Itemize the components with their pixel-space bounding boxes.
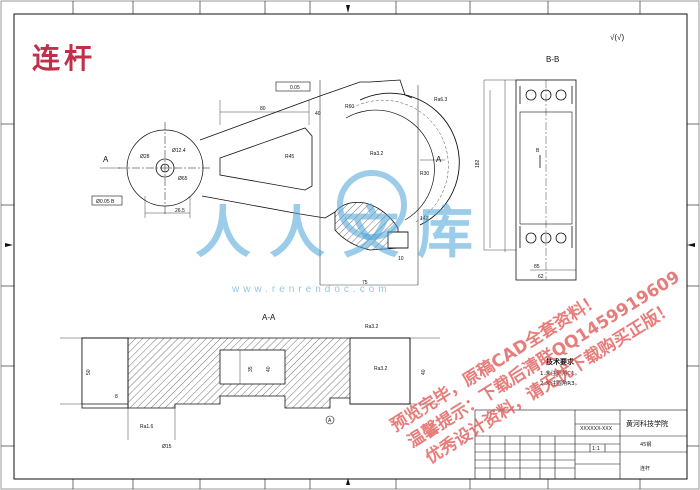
dim-aa-40: 40: [266, 366, 272, 372]
position-tol-frame: [91, 195, 123, 206]
dim-r60: R60: [345, 104, 354, 110]
title-block: [474, 409, 688, 480]
dim-75: 75: [362, 280, 368, 286]
dim-dia65: Ø65: [178, 176, 188, 182]
cut-label-left: A: [103, 155, 109, 164]
tech-req-heading: 技术要求: [546, 357, 575, 366]
dim-40: 40: [315, 111, 321, 117]
brand-watermark: 人人文库 www.renrendoc.com: [195, 170, 491, 295]
dim-ra32: Ra3.2: [370, 151, 384, 157]
section-aa-label: A-A: [262, 313, 276, 322]
dim-bb-85: 85: [534, 264, 540, 270]
datum-a-label: A: [328, 418, 332, 424]
datum-b-label: B: [536, 148, 540, 154]
material: 45钢: [640, 441, 651, 448]
dim-bb-62: 62: [538, 274, 544, 280]
brand-watermark-text: 人人文库: [195, 201, 491, 266]
dim-r30: R30: [420, 171, 429, 177]
dim-182: 182: [475, 159, 481, 168]
center-arrows: [5, 5, 695, 485]
dim-aa-35: 35: [248, 366, 254, 372]
section-bb-view: [483, 79, 577, 281]
drawing-title: 连杆: [32, 42, 96, 75]
dim-142: 142: [420, 216, 429, 222]
dim-aa-8: 8: [115, 394, 118, 400]
promo-watermark: 预览完毕，原稿CAD全套资料！ 温馨提示：下载后清联QQ1459919609 优…: [387, 266, 684, 468]
scale: 1:1: [592, 446, 600, 452]
dim-dia28: Ø28: [140, 154, 150, 160]
school-name: 黄河科技学院: [626, 419, 668, 428]
roughness-symbol: √(√): [610, 33, 624, 42]
position-tol-text: Ø0.05 B: [96, 199, 115, 205]
big-end-arc: [369, 79, 413, 99]
main-view: [100, 79, 460, 286]
brand-watermark-url: www.renrendoc.com: [231, 284, 391, 295]
tech-req-line2: 2.未注圆角R3。: [540, 379, 580, 387]
dim-aa-ra16: Ra1.6: [140, 424, 154, 430]
dim-aa-50: 50: [86, 369, 92, 375]
cut-label-right: A: [436, 155, 442, 164]
part-name: 连杆: [640, 465, 650, 472]
section-bb-label: B-B: [546, 55, 559, 64]
dim-aa-ra32-mid: Ra3.2: [374, 366, 388, 372]
dim-26-5: 26.5: [175, 208, 185, 214]
dim-aa-ra32-top: Ra3.2: [365, 324, 379, 330]
dim-ra63: Ra6.3: [434, 97, 448, 103]
tech-req-line1: 1.未注倒角C1。: [540, 369, 580, 377]
dim-r45: R45: [285, 154, 294, 160]
rod-slot: [219, 127, 313, 191]
dim-aa-phi15: Ø15: [162, 444, 172, 450]
dim-10: 10: [398, 256, 404, 262]
flatness-text: 0.05: [290, 85, 300, 91]
drawing-number: XXXXXX-XXX: [580, 426, 613, 432]
dim-aa-right: 40: [421, 369, 427, 375]
flatness-frame: [275, 81, 311, 92]
dim-80: 80: [260, 106, 266, 112]
datum-a-symbol: [325, 415, 335, 425]
dim-dia12: Ø12.4: [172, 148, 186, 154]
section-aa-view: [60, 337, 440, 440]
drawing-frame: [13, 13, 688, 480]
